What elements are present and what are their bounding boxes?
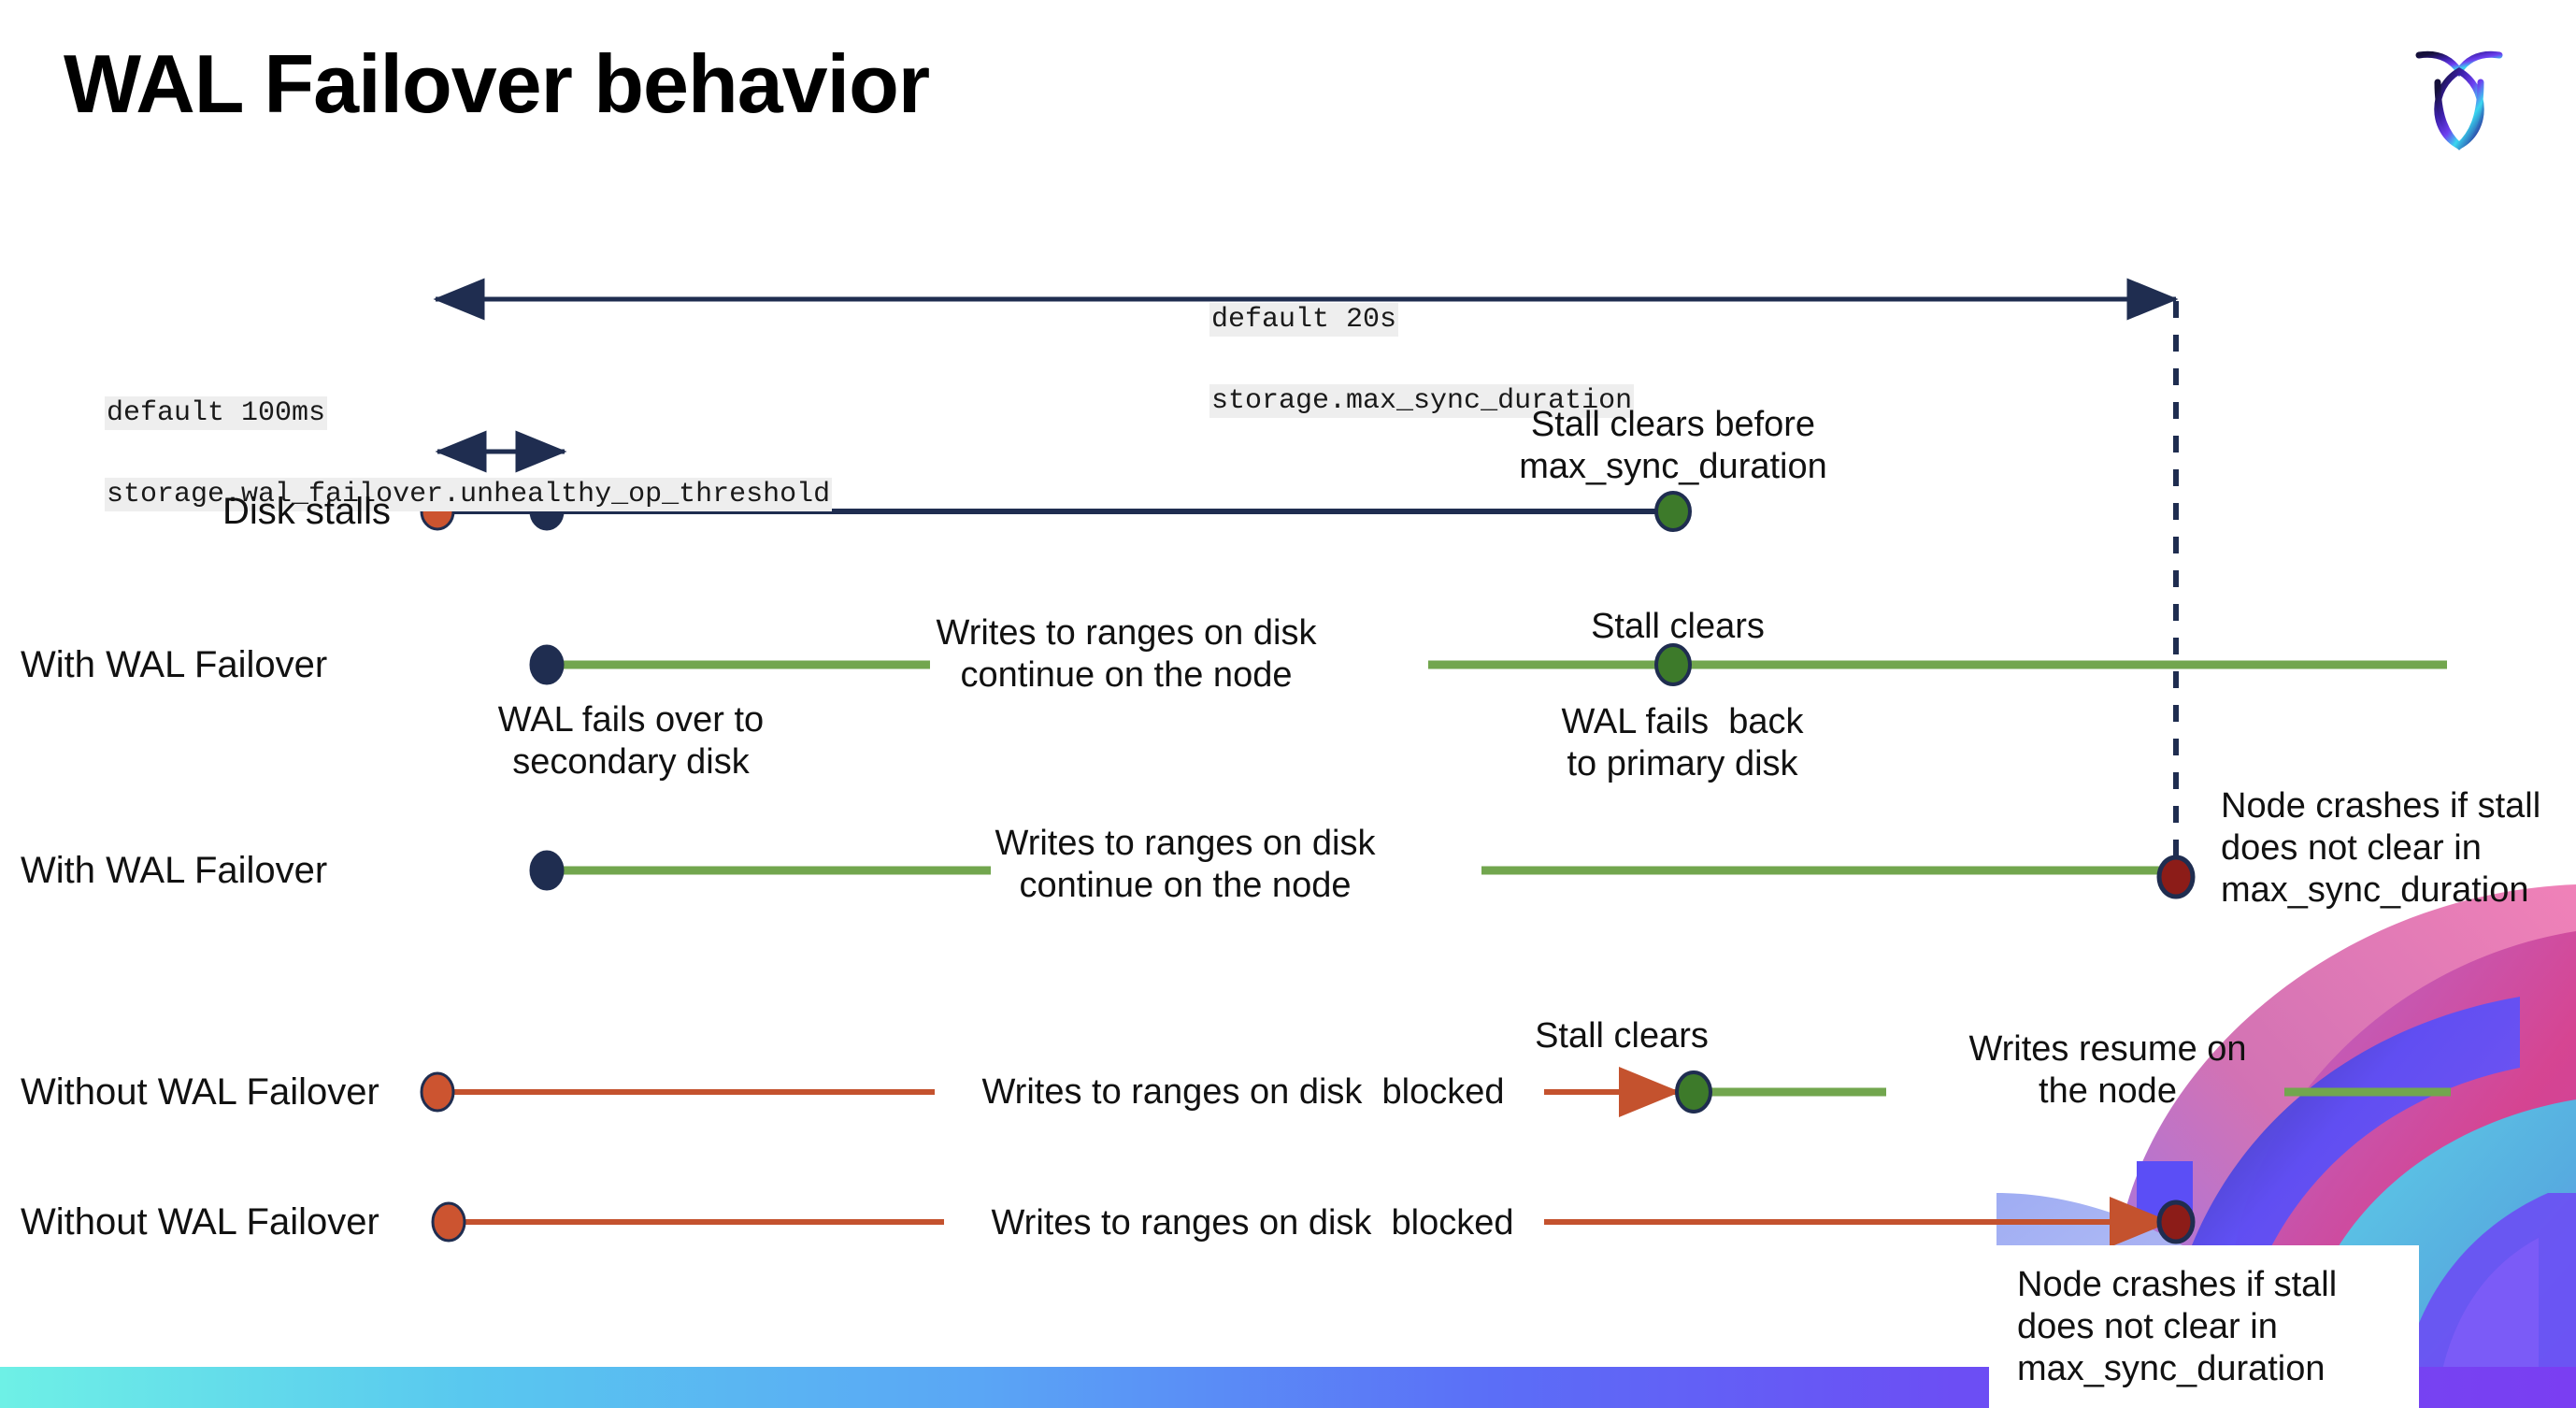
note-node-crashes-2: Node crashes if stall does not clear in … <box>2017 1265 2338 1388</box>
row-label-with-wal-failover-1: With WAL Failover <box>21 644 328 685</box>
note-writes-continue-1: Writes to ranges on disk continue on the… <box>936 613 1317 695</box>
note-node-crashes-2-box <box>1989 1245 2419 1408</box>
note-writes-continue-2: Writes to ranges on disk continue on the… <box>995 824 1376 905</box>
note-wal-fails-over: WAL fails over to secondary disk <box>497 700 765 782</box>
cockroachdb-logo-icon <box>2389 28 2529 168</box>
row-label-without-wal-failover-1: Without WAL Failover <box>21 1071 379 1113</box>
max-sync-setting-label: storage.max_sync_duration <box>1209 383 1635 418</box>
note-writes-blocked-1: Writes to ranges on disk blocked <box>981 1072 1505 1112</box>
row-label-disk-stalls: Disk stalls <box>222 491 392 532</box>
page-title: WAL Failover behavior <box>64 37 930 130</box>
note-stall-clears-before-max-sync: Stall clears before max_sync_duration <box>1519 405 1827 486</box>
max-sync-duration-annotation: default 20s storage.max_sync_duration <box>1142 259 1635 463</box>
note-writes-resume: Writes resume on the node <box>1968 1029 2247 1111</box>
note-node-crashes-1: Node crashes if stall does not clear in … <box>2221 786 2541 910</box>
unhealthy-op-threshold-annotation: default 100ms storage.wal_failover.unhea… <box>37 352 833 556</box>
note-stall-clears-2: Stall clears <box>1535 1016 1709 1056</box>
note-writes-blocked-2: Writes to ranges on disk blocked <box>991 1203 1514 1243</box>
unhealthy-default-label: default 100ms <box>105 395 328 430</box>
row-label-without-wal-failover-2: Without WAL Failover <box>21 1201 379 1243</box>
row-label-with-wal-failover-2: With WAL Failover <box>21 850 328 891</box>
max-sync-default-label: default 20s <box>1209 302 1399 337</box>
unhealthy-setting-label: storage.wal_failover.unhealthy_op_thresh… <box>105 477 833 511</box>
note-wal-fails-back: WAL fails back to primary disk <box>1561 702 1804 783</box>
note-stall-clears-1: Stall clears <box>1591 607 1765 646</box>
